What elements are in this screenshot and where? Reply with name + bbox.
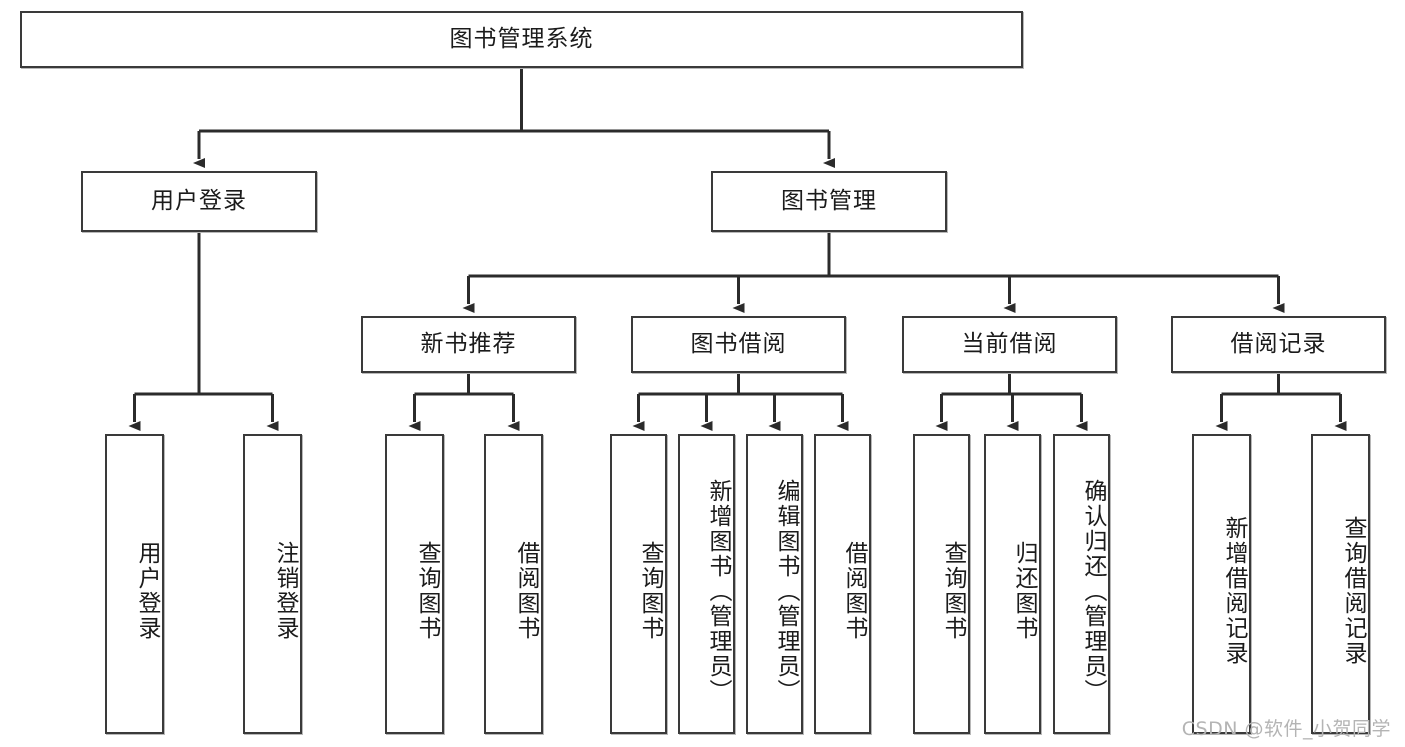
node-label: 用户登录 [134,541,160,641]
node-root[interactable]: 图书管理系统 [20,11,1023,68]
node-label: 借阅记录 [1230,330,1327,357]
node-label: 借阅图书 [513,541,539,641]
node-label: 查询图书 [414,541,440,641]
watermark-label: CSDN @软件_小贺同学 [1181,718,1391,740]
node-label: 用户登录 [151,187,247,214]
node-label: 编辑图书（管理员） [773,478,799,704]
node-label: 查询图书 [637,541,663,641]
node-leaf-user-login[interactable]: 用户登录 [105,434,164,734]
node-leaf-query-book-3[interactable]: 查询图书 [913,434,970,734]
node-leaf-return-book[interactable]: 归还图书 [984,434,1041,734]
node-label: 新增图书（管理员） [705,478,731,704]
node-leaf-query-book-1[interactable]: 查询图书 [385,434,444,734]
node-new-book-rec[interactable]: 新书推荐 [361,316,576,373]
node-label: 当前借阅 [961,330,1058,357]
node-book-borrow[interactable]: 图书借阅 [631,316,846,373]
node-label: 图书借阅 [690,330,787,357]
node-label: 注销登录 [272,541,298,641]
node-label: 借阅图书 [841,541,867,641]
node-leaf-edit-book[interactable]: 编辑图书（管理员） [746,434,803,734]
node-label: 新书推荐 [420,330,517,357]
node-leaf-borrow-book-1[interactable]: 借阅图书 [484,434,543,734]
node-leaf-add-book[interactable]: 新增图书（管理员） [678,434,735,734]
node-label: 图书管理 [781,187,877,214]
node-leaf-add-record[interactable]: 新增借阅记录 [1192,434,1251,734]
node-label: 查询图书 [940,541,966,641]
node-label: 图书管理系统 [449,25,594,52]
node-user-login[interactable]: 用户登录 [81,171,317,232]
node-label: 新增借阅记录 [1221,516,1247,666]
node-leaf-query-record[interactable]: 查询借阅记录 [1311,434,1370,734]
node-leaf-confirm-return[interactable]: 确认归还（管理员） [1053,434,1110,734]
node-leaf-query-book-2[interactable]: 查询图书 [610,434,667,734]
node-label: 归还图书 [1011,541,1037,641]
node-leaf-borrow-book-2[interactable]: 借阅图书 [814,434,871,734]
node-borrow-record[interactable]: 借阅记录 [1171,316,1386,373]
node-current-borrow[interactable]: 当前借阅 [902,316,1117,373]
node-book-manage[interactable]: 图书管理 [711,171,947,232]
node-leaf-logout[interactable]: 注销登录 [243,434,302,734]
node-label: 查询借阅记录 [1340,516,1366,666]
node-label: 确认归还（管理员） [1080,478,1106,704]
